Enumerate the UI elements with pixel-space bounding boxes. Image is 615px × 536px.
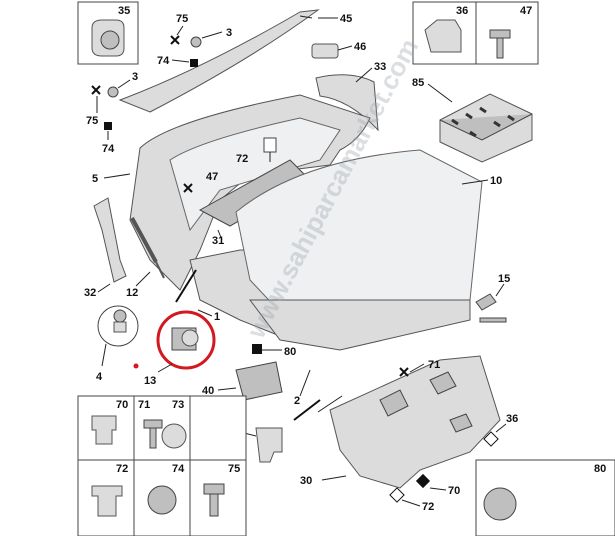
part-kit-85: 85 [412, 77, 533, 163]
grid-label-75: 75 [228, 463, 240, 475]
fasteners-upper: 75 3 74 3 75 74 [86, 13, 232, 155]
nut-icon [147, 485, 177, 515]
part-2: 2 [294, 369, 311, 407]
label-30: 30 [300, 475, 312, 487]
label-1: 1 [214, 311, 220, 323]
label-74-top: 74 [157, 55, 170, 67]
label-47-box: 47 [520, 5, 532, 17]
ball-stud-icon [113, 309, 127, 323]
square-icon [415, 473, 431, 489]
grid-label-80: 80 [594, 463, 606, 475]
label-2: 2 [294, 395, 300, 407]
label-32: 32 [84, 287, 96, 299]
inner-trim-72-47: 72 47 31 [183, 137, 311, 247]
grid-label-72: 72 [116, 463, 128, 475]
label-40: 40 [202, 385, 214, 397]
label-46: 46 [354, 41, 366, 53]
part-strut-12: 12 [126, 217, 165, 299]
box-36-47: 36 47 [412, 1, 539, 65]
label-75-left: 75 [86, 115, 98, 127]
label-45: 45 [340, 13, 352, 25]
cross-icon [91, 85, 101, 95]
grid-label-74: 74 [172, 463, 185, 475]
label-70-panel: 70 [448, 485, 460, 497]
label-13: 13 [144, 375, 156, 387]
clip-icon [424, 19, 462, 53]
label-35-box: 35 [118, 5, 130, 17]
cross-icon [170, 35, 180, 45]
label-33: 33 [374, 61, 386, 73]
bolt-icon [203, 483, 225, 517]
cross-icon [183, 183, 193, 193]
box-35: 35 [77, 1, 139, 65]
label-3-top: 3 [226, 27, 232, 39]
label-80-lamp: 80 [284, 346, 296, 358]
connector-icon [181, 329, 199, 347]
label-36-panel: 36 [506, 413, 518, 425]
label-72-panel: 72 [422, 501, 434, 513]
part-1: 1 [197, 309, 220, 323]
label-12: 12 [126, 287, 138, 299]
part-lamp-40: 80 40 [202, 344, 296, 401]
label-15: 15 [498, 273, 510, 285]
part-46-33: 46 33 [311, 41, 386, 132]
label-3-left: 3 [132, 71, 138, 83]
box-80: 80 [475, 459, 615, 536]
nut-icon [190, 36, 202, 48]
part-lower-trim-30: 71 30 70 72 36 [300, 355, 518, 513]
label-5: 5 [92, 173, 98, 185]
cross-icon [399, 367, 409, 377]
push-clip-icon [91, 485, 123, 517]
part-side-trim-32: 32 [84, 197, 127, 299]
nut-icon [483, 487, 517, 521]
part-ball-joint-4: 4 [96, 305, 139, 383]
label-4: 4 [96, 371, 103, 383]
square-icon [190, 59, 198, 67]
grid-label-73: 73 [172, 399, 184, 411]
fastener-grid: 70 71 73 72 74 75 [77, 395, 247, 536]
label-36-box: 36 [456, 5, 468, 17]
label-75-top: 75 [176, 13, 188, 25]
clip-icon [100, 30, 120, 50]
square-icon [104, 122, 112, 130]
bolt-head-icon [161, 423, 187, 449]
label-72-inner: 72 [236, 153, 248, 165]
clip-nut-icon [91, 415, 117, 445]
label-74-left: 74 [102, 143, 115, 155]
grid-label-71: 71 [138, 399, 150, 411]
label-31: 31 [212, 235, 224, 247]
highlighted-part-13: 13 [133, 269, 216, 387]
screw-icon [489, 29, 511, 59]
grid-label-70: 70 [116, 399, 128, 411]
screw-icon [143, 419, 163, 449]
part-badge-15: 15 [475, 273, 510, 323]
square-icon [252, 344, 262, 354]
label-71-panel: 71 [428, 359, 440, 371]
label-10: 10 [490, 175, 502, 187]
label-85: 85 [412, 77, 424, 89]
part-spoiler-45: 45 [118, 9, 352, 113]
label-47-inner: 47 [206, 171, 218, 183]
